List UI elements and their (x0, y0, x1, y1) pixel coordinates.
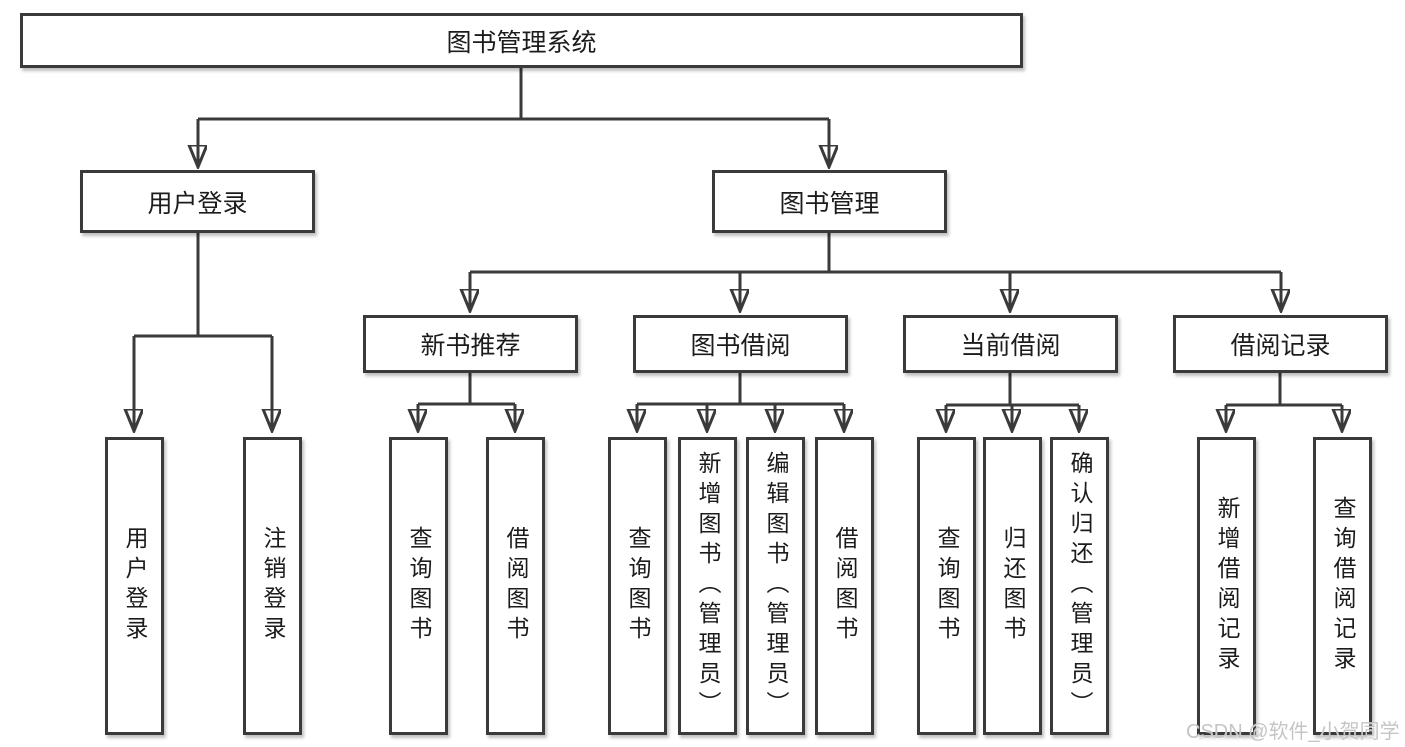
leaf-edit-book-admin: 编辑图书（管理员） (746, 437, 805, 735)
node-label: 确认归还（管理员） (1067, 451, 1093, 721)
node-label: 当前借阅 (960, 332, 1061, 360)
node-label: 图书借阅 (690, 332, 791, 360)
connector-root (198, 68, 829, 167)
node-new-book-recommendation: 新书推荐 (363, 315, 578, 373)
node-user-login-group: 用户登录 (80, 170, 315, 233)
leaf-logout: 注销登录 (243, 437, 302, 735)
leaf-borrow-books-recommend: 借阅图书 (486, 437, 545, 735)
node-label: 查询图书 (406, 526, 432, 646)
node-borrowing-records: 借阅记录 (1173, 315, 1388, 373)
node-label: 归还图书 (1000, 526, 1026, 646)
leaf-borrow-books-borrowing: 借阅图书 (815, 437, 874, 735)
node-label: 图书管理 (779, 189, 880, 218)
leaf-query-books-recommend: 查询图书 (389, 437, 448, 735)
connector-borrowing-records (1226, 373, 1342, 431)
watermark: CSDN @软件_小贺同学 (1186, 721, 1400, 743)
connector-new-book-recommendation (418, 373, 515, 431)
node-label: 新书推荐 (420, 332, 521, 360)
node-label: 新增借阅记录 (1214, 496, 1240, 676)
node-label: 查询图书 (625, 526, 651, 646)
connector-user-login (134, 233, 272, 431)
node-book-management: 图书管理 (712, 170, 947, 233)
node-label: 查询图书 (934, 526, 960, 646)
node-label: 注销登录 (260, 526, 286, 646)
leaf-confirm-return-admin: 确认归还（管理员） (1050, 437, 1109, 735)
node-label: 查询借阅记录 (1330, 496, 1356, 676)
node-label: 借阅图书 (832, 526, 858, 646)
node-label: 用户登录 (122, 526, 148, 646)
leaf-query-borrow-record: 查询借阅记录 (1313, 437, 1372, 735)
leaf-add-borrow-record: 新增借阅记录 (1197, 437, 1256, 735)
node-book-borrowing: 图书借阅 (633, 315, 848, 373)
node-label: 新增图书（管理员） (695, 451, 721, 721)
node-label: 用户登录 (147, 189, 248, 218)
leaf-add-book-admin: 新增图书（管理员） (678, 437, 737, 735)
node-label: 编辑图书（管理员） (763, 451, 789, 721)
node-current-borrowing: 当前借阅 (903, 315, 1118, 373)
node-label: 图书管理系统 (446, 28, 597, 57)
leaf-return-book: 归还图书 (983, 437, 1042, 735)
connector-book-borrowing (637, 373, 844, 431)
leaf-query-books-borrowing: 查询图书 (608, 437, 667, 735)
connector-current-borrowing (946, 373, 1079, 431)
node-library-management-system: 图书管理系统 (20, 13, 1023, 68)
connector-book-management (470, 233, 1281, 311)
node-label: 借阅记录 (1230, 332, 1331, 360)
leaf-user-login: 用户登录 (105, 437, 164, 735)
leaf-query-books-current: 查询图书 (917, 437, 976, 735)
node-label: 借阅图书 (503, 526, 529, 646)
